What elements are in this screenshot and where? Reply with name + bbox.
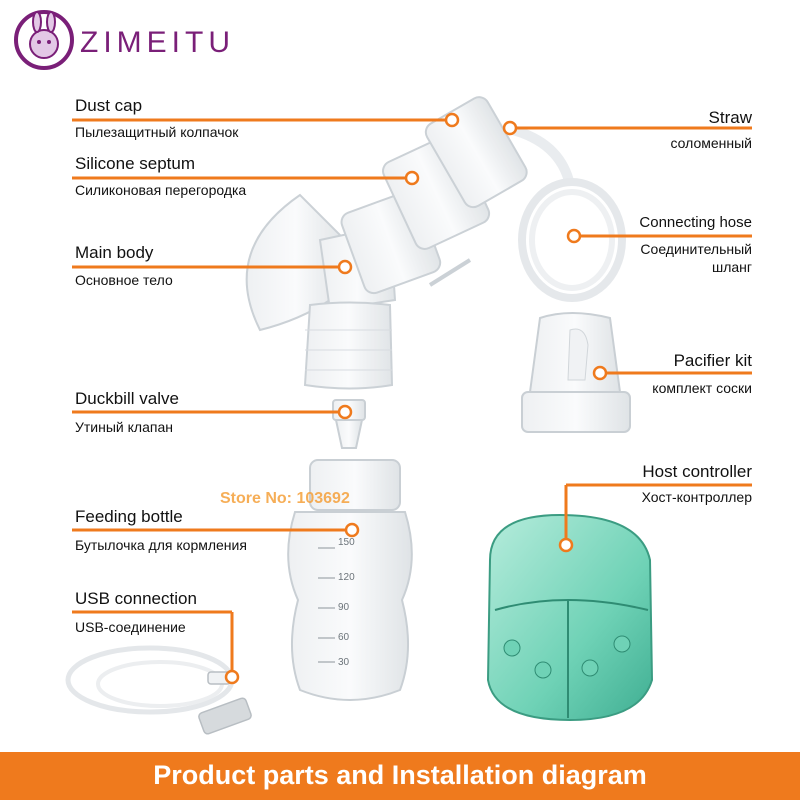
label-straw-ru: соломенный [670,135,752,151]
label-usb-connection-en: USB connection [75,589,197,608]
label-host-controller-ru: Хост-контроллер [641,489,752,505]
banner-title: Product parts and Installation diagram [153,760,647,790]
label-pacifier-kit-en: Pacifier kit [673,351,752,370]
store-watermark: Store No: 103692 [220,490,350,507]
label-main-body-en: Main body [75,243,154,262]
label-connecting-hose-ru-2: шланг [711,259,752,275]
bottle-mark-30: 30 [338,657,350,668]
bottle-mark-120: 120 [338,572,355,583]
label-usb-connection-ru: USB-соединение [75,619,186,635]
label-main-body-ru: Основное тело [75,272,173,288]
hose-illustration [503,123,626,302]
host-controller-illustration [486,513,654,722]
label-dust-cap-ru: Пылезащитный колпачок [75,124,239,140]
usb-cable-illustration [65,645,252,735]
callout-lines [72,112,752,685]
label-straw-en: Straw [708,108,752,127]
bottle-mark-90: 90 [338,602,350,613]
label-duckbill-valve-ru: Утиный клапан [75,419,173,435]
label-feeding-bottle-ru: Бутылочка для кормления [75,537,247,553]
label-silicone-septum-ru: Силиконовая перегородка [75,182,247,198]
label-silicone-septum-en: Silicone septum [75,154,196,173]
bottle-mark-150: 150 [338,537,355,548]
label-connecting-hose-ru-1: Соединительный [640,241,752,257]
label-dust-cap-en: Dust cap [75,96,143,115]
feeding-bottle-illustration [287,459,413,701]
label-host-controller-en: Host controller [642,462,752,481]
breast-pump-illustration [245,96,528,390]
bottom-banner [0,752,800,800]
label-feeding-bottle-en: Feeding bottle [75,507,183,526]
brand-name: ZIMEITU [80,26,235,59]
brand-logo [14,10,74,70]
label-pacifier-kit-ru: комплект соски [652,380,752,396]
bottle-mark-60: 60 [338,632,350,643]
label-connecting-hose-en: Connecting hose [639,214,752,231]
label-duckbill-valve-en: Duckbill valve [75,389,179,408]
